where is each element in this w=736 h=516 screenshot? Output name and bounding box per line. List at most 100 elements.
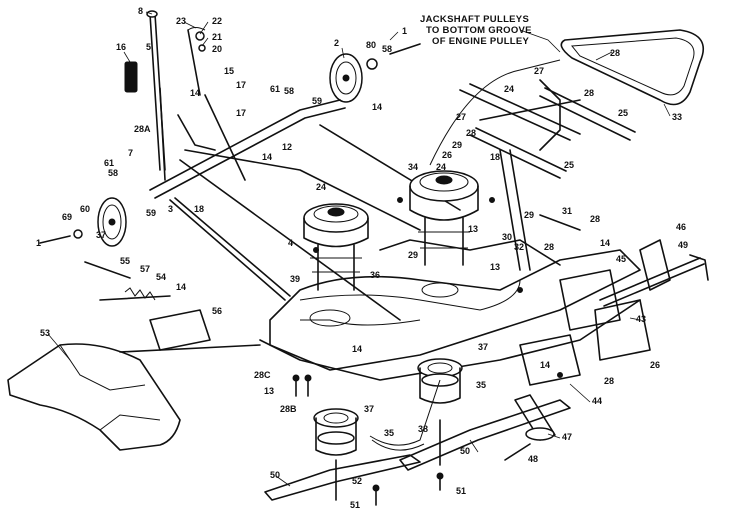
callout-43: 43 (636, 314, 646, 324)
callout-58a: 58 (284, 86, 294, 96)
callout-22: 22 (212, 16, 222, 26)
callout-28f: 28 (544, 242, 554, 252)
callout-18b: 18 (490, 152, 500, 162)
callout-59b: 59 (146, 208, 156, 218)
callout-46: 46 (676, 222, 686, 232)
callout-24b: 24 (316, 182, 326, 192)
callout-28d: 28 (466, 128, 476, 138)
callout-28b: 28 (610, 48, 620, 58)
discharge-chute (7, 343, 181, 451)
callout-4: 4 (288, 238, 293, 248)
callout-28a: 28A (134, 124, 151, 134)
callout-30: 30 (502, 232, 512, 242)
front-gauge-wheel-left (39, 197, 127, 247)
callout-26: 26 (442, 150, 452, 160)
callout-58b: 58 (108, 168, 118, 178)
callout-13c: 13 (264, 386, 274, 396)
callout-57: 57 (140, 264, 150, 274)
callout-51a: 51 (350, 500, 360, 510)
callout-50b: 50 (460, 446, 470, 456)
callout-29a: 29 (452, 140, 462, 150)
part-callouts: 8 23 22 21 20 16 5 15 14 17 17 61 58 59 … (36, 6, 688, 510)
callout-17a: 17 (236, 80, 246, 90)
lift-handle-assembly (124, 10, 206, 181)
callout-1b: 1 (402, 26, 407, 36)
callout-7: 7 (128, 148, 133, 158)
callout-39: 39 (290, 274, 300, 284)
callout-25a: 25 (618, 108, 628, 118)
callout-13a: 13 (468, 224, 478, 234)
callout-leaders (47, 11, 671, 487)
callout-59a: 59 (312, 96, 322, 106)
hardware-bolts (292, 197, 563, 506)
callout-14a: 14 (190, 88, 200, 98)
callout-14c: 14 (372, 102, 382, 112)
callout-61a: 61 (270, 84, 280, 94)
mower-deck-housing (259, 239, 641, 381)
callout-28c: 28 (584, 88, 594, 98)
callout-61b: 61 (104, 158, 114, 168)
note-line-1: JACKSHAFT PULLEYS (420, 14, 529, 25)
callout-13b: 13 (490, 262, 500, 272)
chute-linkage (84, 261, 261, 353)
callout-14g: 14 (352, 344, 362, 354)
callout-14d: 14 (176, 282, 186, 292)
lift-linkage (149, 94, 461, 321)
callout-51b: 51 (456, 486, 466, 496)
callout-16: 16 (116, 42, 126, 52)
callout-27b: 27 (456, 112, 466, 122)
callout-2: 2 (334, 38, 339, 48)
blade-right (399, 399, 571, 471)
jackshaft-rods (429, 59, 636, 271)
callout-35b: 35 (384, 428, 394, 438)
note-line-2: TO BOTTOM GROOVE (426, 25, 532, 36)
callout-80: 80 (366, 40, 376, 50)
callout-44: 44 (592, 396, 602, 406)
pivot-arm (504, 394, 556, 461)
callout-49: 49 (678, 240, 688, 250)
callout-50a: 50 (270, 470, 280, 480)
callout-23: 23 (176, 16, 186, 26)
callout-25b: 25 (564, 160, 574, 170)
callout-28e: 28 (590, 214, 600, 224)
callout-12: 12 (282, 142, 292, 152)
callout-5: 5 (146, 42, 151, 52)
callout-34: 34 (408, 162, 418, 172)
callout-3: 3 (168, 204, 173, 214)
callout-27a: 27 (534, 66, 544, 76)
callout-14b: 14 (262, 152, 272, 162)
callout-18: 18 (194, 204, 204, 214)
callout-33: 33 (672, 112, 682, 122)
callout-1a: 1 (36, 238, 41, 248)
callout-31: 31 (562, 206, 572, 216)
callout-17b: 17 (236, 108, 246, 118)
callout-32: 32 (514, 242, 524, 252)
callout-37a: 37 (96, 230, 106, 240)
callout-48: 48 (528, 454, 538, 464)
front-gauge-wheel-right (329, 43, 421, 103)
callout-14e: 14 (600, 238, 610, 248)
spindle-pulley-right (409, 170, 479, 266)
callout-36: 36 (370, 270, 380, 280)
drive-belt (560, 29, 705, 106)
callout-55: 55 (120, 256, 130, 266)
callout-26b: 26 (650, 360, 660, 370)
callout-28b2: 28B (280, 404, 297, 414)
callout-24a: 24 (504, 84, 514, 94)
callout-35a: 35 (476, 380, 486, 390)
callout-52: 52 (352, 476, 362, 486)
callout-69a: 69 (62, 212, 72, 222)
callout-24c: 24 (436, 162, 446, 172)
callout-28g: 28 (604, 376, 614, 386)
callout-56: 56 (212, 306, 222, 316)
spindle-pulley-left (303, 203, 369, 291)
callout-60: 60 (80, 204, 90, 214)
callout-58c: 58 (382, 44, 392, 54)
rear-brackets (519, 239, 709, 386)
lower-spindle-right (417, 358, 463, 404)
callout-38: 38 (418, 424, 428, 434)
note-line-3: OF ENGINE PULLEY (432, 36, 530, 47)
callout-54: 54 (156, 272, 166, 282)
callout-29b: 29 (524, 210, 534, 220)
